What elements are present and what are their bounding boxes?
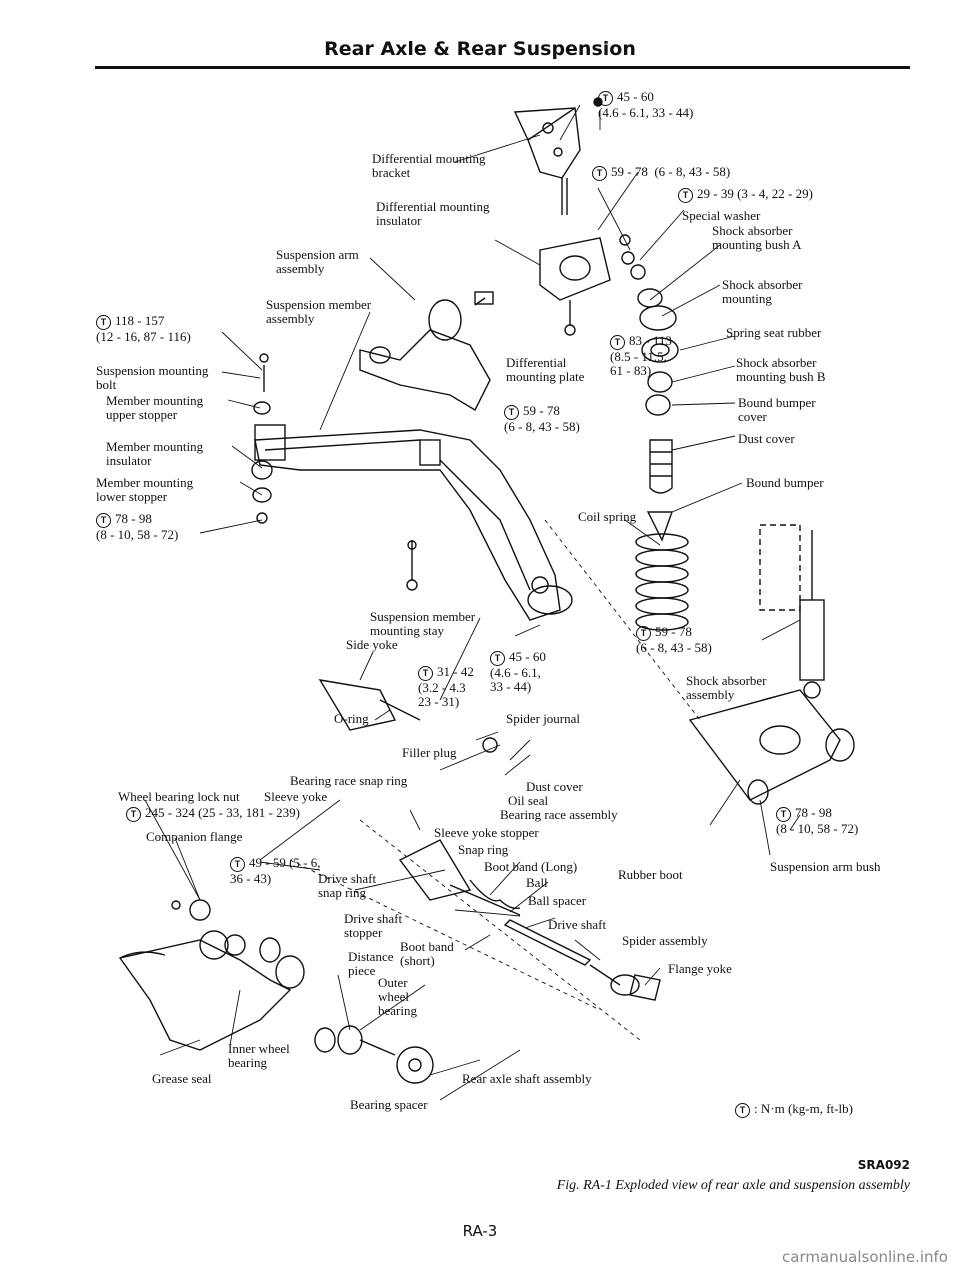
label-ball: Ball <box>526 875 548 890</box>
torque-icon: T <box>776 806 791 822</box>
page-number: RA-3 <box>462 1222 498 1240</box>
label-spring-seat-rubber: Spring seat rubber <box>726 325 822 340</box>
label-shock-absorber-mounting-bush-a: Shock absorber mounting bush A <box>712 223 802 252</box>
shock-absorber-mounting-stack <box>621 251 679 542</box>
label-companion-flange: Companion flange <box>146 829 243 844</box>
label-suspension-member-mounting-stay: Suspension member mounting stay <box>370 609 476 638</box>
label-bound-bumper-cover: Bound bumper cover <box>738 395 816 424</box>
torque-icon: T <box>610 334 625 350</box>
label-bearing-spacer: Bearing spacer <box>350 1097 428 1112</box>
label-outer-wheel-bearing: Outer wheel bearing <box>378 975 417 1018</box>
label-bound-bumper: Bound bumper <box>746 475 824 490</box>
torque-icon: T <box>598 90 613 106</box>
label-shock-absorber-mounting: Shock absorber mounting <box>722 277 803 306</box>
label-shock-absorber-assembly: Shock absorber assembly <box>686 673 767 702</box>
leader-lines <box>144 104 801 1101</box>
torque-icon: T <box>230 856 245 872</box>
rear-axle-shaft-assembly <box>314 1025 434 1084</box>
figure-caption: Fig. RA-1 Exploded view of rear axle and… <box>556 1178 910 1193</box>
suspension-arm <box>688 689 855 805</box>
torque-icon: T <box>678 187 693 203</box>
differential-mounting-bracket <box>513 97 603 215</box>
shock-absorber-assembly <box>759 524 825 699</box>
label-oil-seal: Oil seal <box>508 793 549 808</box>
label-member-mounting-lower-stopper: Member mounting lower stopper <box>96 475 194 504</box>
label-differential-mounting-plate: Differential mounting plate <box>506 355 585 384</box>
torque-icon: T <box>126 806 141 822</box>
rear-axle-housing <box>118 899 305 1051</box>
label-drive-shaft-stopper: Drive shaft stopper <box>344 911 403 940</box>
coil-spring <box>635 533 689 631</box>
label-snap-ring: Snap ring <box>458 842 509 857</box>
label-member-mounting-insulator: Member mounting insulator <box>106 439 204 468</box>
label-suspension-arm-bush: Suspension arm bush <box>770 859 881 874</box>
assembly-guide-lines <box>289 519 701 1041</box>
label-distance-piece: Distance piece <box>348 949 394 978</box>
member-mounting-bolt <box>406 540 418 591</box>
label-side-yoke: Side yoke <box>346 637 398 652</box>
torque-legend: T: N·m (kg-m, ft-lb) <box>735 1102 853 1118</box>
label-member-mounting-upper-stopper: Member mounting upper stopper <box>106 393 204 422</box>
torque-icon: T <box>636 625 651 641</box>
label-rear-axle-shaft-assembly: Rear axle shaft assembly <box>462 1071 592 1086</box>
label-coil-spring: Coil spring <box>578 509 637 524</box>
label-dust-cover-shaft: Dust cover <box>526 779 583 794</box>
label-differential-mounting-bracket: Differential mounting bracket <box>372 151 486 180</box>
label-inner-wheel-bearing: Inner wheel bearing <box>228 1041 290 1070</box>
label-o-ring: O-ring <box>334 711 369 726</box>
watermark: carmanualsonline.info <box>782 1248 948 1266</box>
label-ball-spacer: Ball spacer <box>528 893 587 908</box>
torque-icon: T <box>504 404 519 420</box>
label-suspension-mounting-bolt: Suspension mounting bolt <box>96 363 209 392</box>
label-sleeve-yoke: Sleeve yoke <box>264 789 328 804</box>
torque-icon: T <box>592 165 607 181</box>
label-flange-yoke: Flange yoke <box>668 961 732 976</box>
differential-mounting-insulator <box>539 234 631 336</box>
label-dust-cover-shock: Dust cover <box>738 431 795 446</box>
label-grease-seal: Grease seal <box>152 1071 212 1086</box>
label-spider-assembly: Spider assembly <box>622 933 708 948</box>
label-sleeve-yoke-stopper: Sleeve yoke stopper <box>434 825 539 840</box>
drive-shaft <box>318 679 661 1001</box>
torque-icon: T <box>418 665 433 681</box>
page-title: Rear Axle & Rear Suspension <box>324 38 636 60</box>
label-spider-journal: Spider journal <box>506 711 581 726</box>
suspension-mounting-bolt <box>251 353 273 524</box>
suspension-member-assembly <box>254 291 573 621</box>
label-special-washer: Special washer <box>682 208 761 223</box>
label-boot-band-short: Boot band (short) <box>400 939 454 968</box>
label-boot-band-long: Boot band (Long) <box>484 859 578 874</box>
header-rule <box>95 66 910 69</box>
label-drive-shaft-snap-ring: Drive shaft snap ring <box>318 871 377 900</box>
label-filler-plug: Filler plug <box>402 745 457 760</box>
label-wheel-bearing-lock-nut: Wheel bearing lock nut <box>118 789 240 804</box>
figure-code: SRA092 <box>857 1158 910 1172</box>
torque-icon: T <box>96 512 111 528</box>
label-rubber-boot: Rubber boot <box>618 867 683 882</box>
torque-icon: T <box>96 314 111 330</box>
torque-icon: T <box>735 1102 750 1118</box>
label-drive-shaft: Drive shaft <box>548 917 607 932</box>
label-suspension-member-assembly: Suspension member assembly <box>266 297 372 326</box>
torque-icon: T <box>490 650 505 666</box>
label-bearing-race-assembly: Bearing race assembly <box>500 807 618 822</box>
label-differential-mounting-insulator: Differential mounting insulator <box>376 199 490 228</box>
label-bearing-race-snap-ring: Bearing race snap ring <box>290 773 408 788</box>
label-shock-absorber-mounting-bush-b: Shock absorber mounting bush B <box>736 355 826 384</box>
label-suspension-arm-assembly: Suspension arm assembly <box>276 247 359 276</box>
